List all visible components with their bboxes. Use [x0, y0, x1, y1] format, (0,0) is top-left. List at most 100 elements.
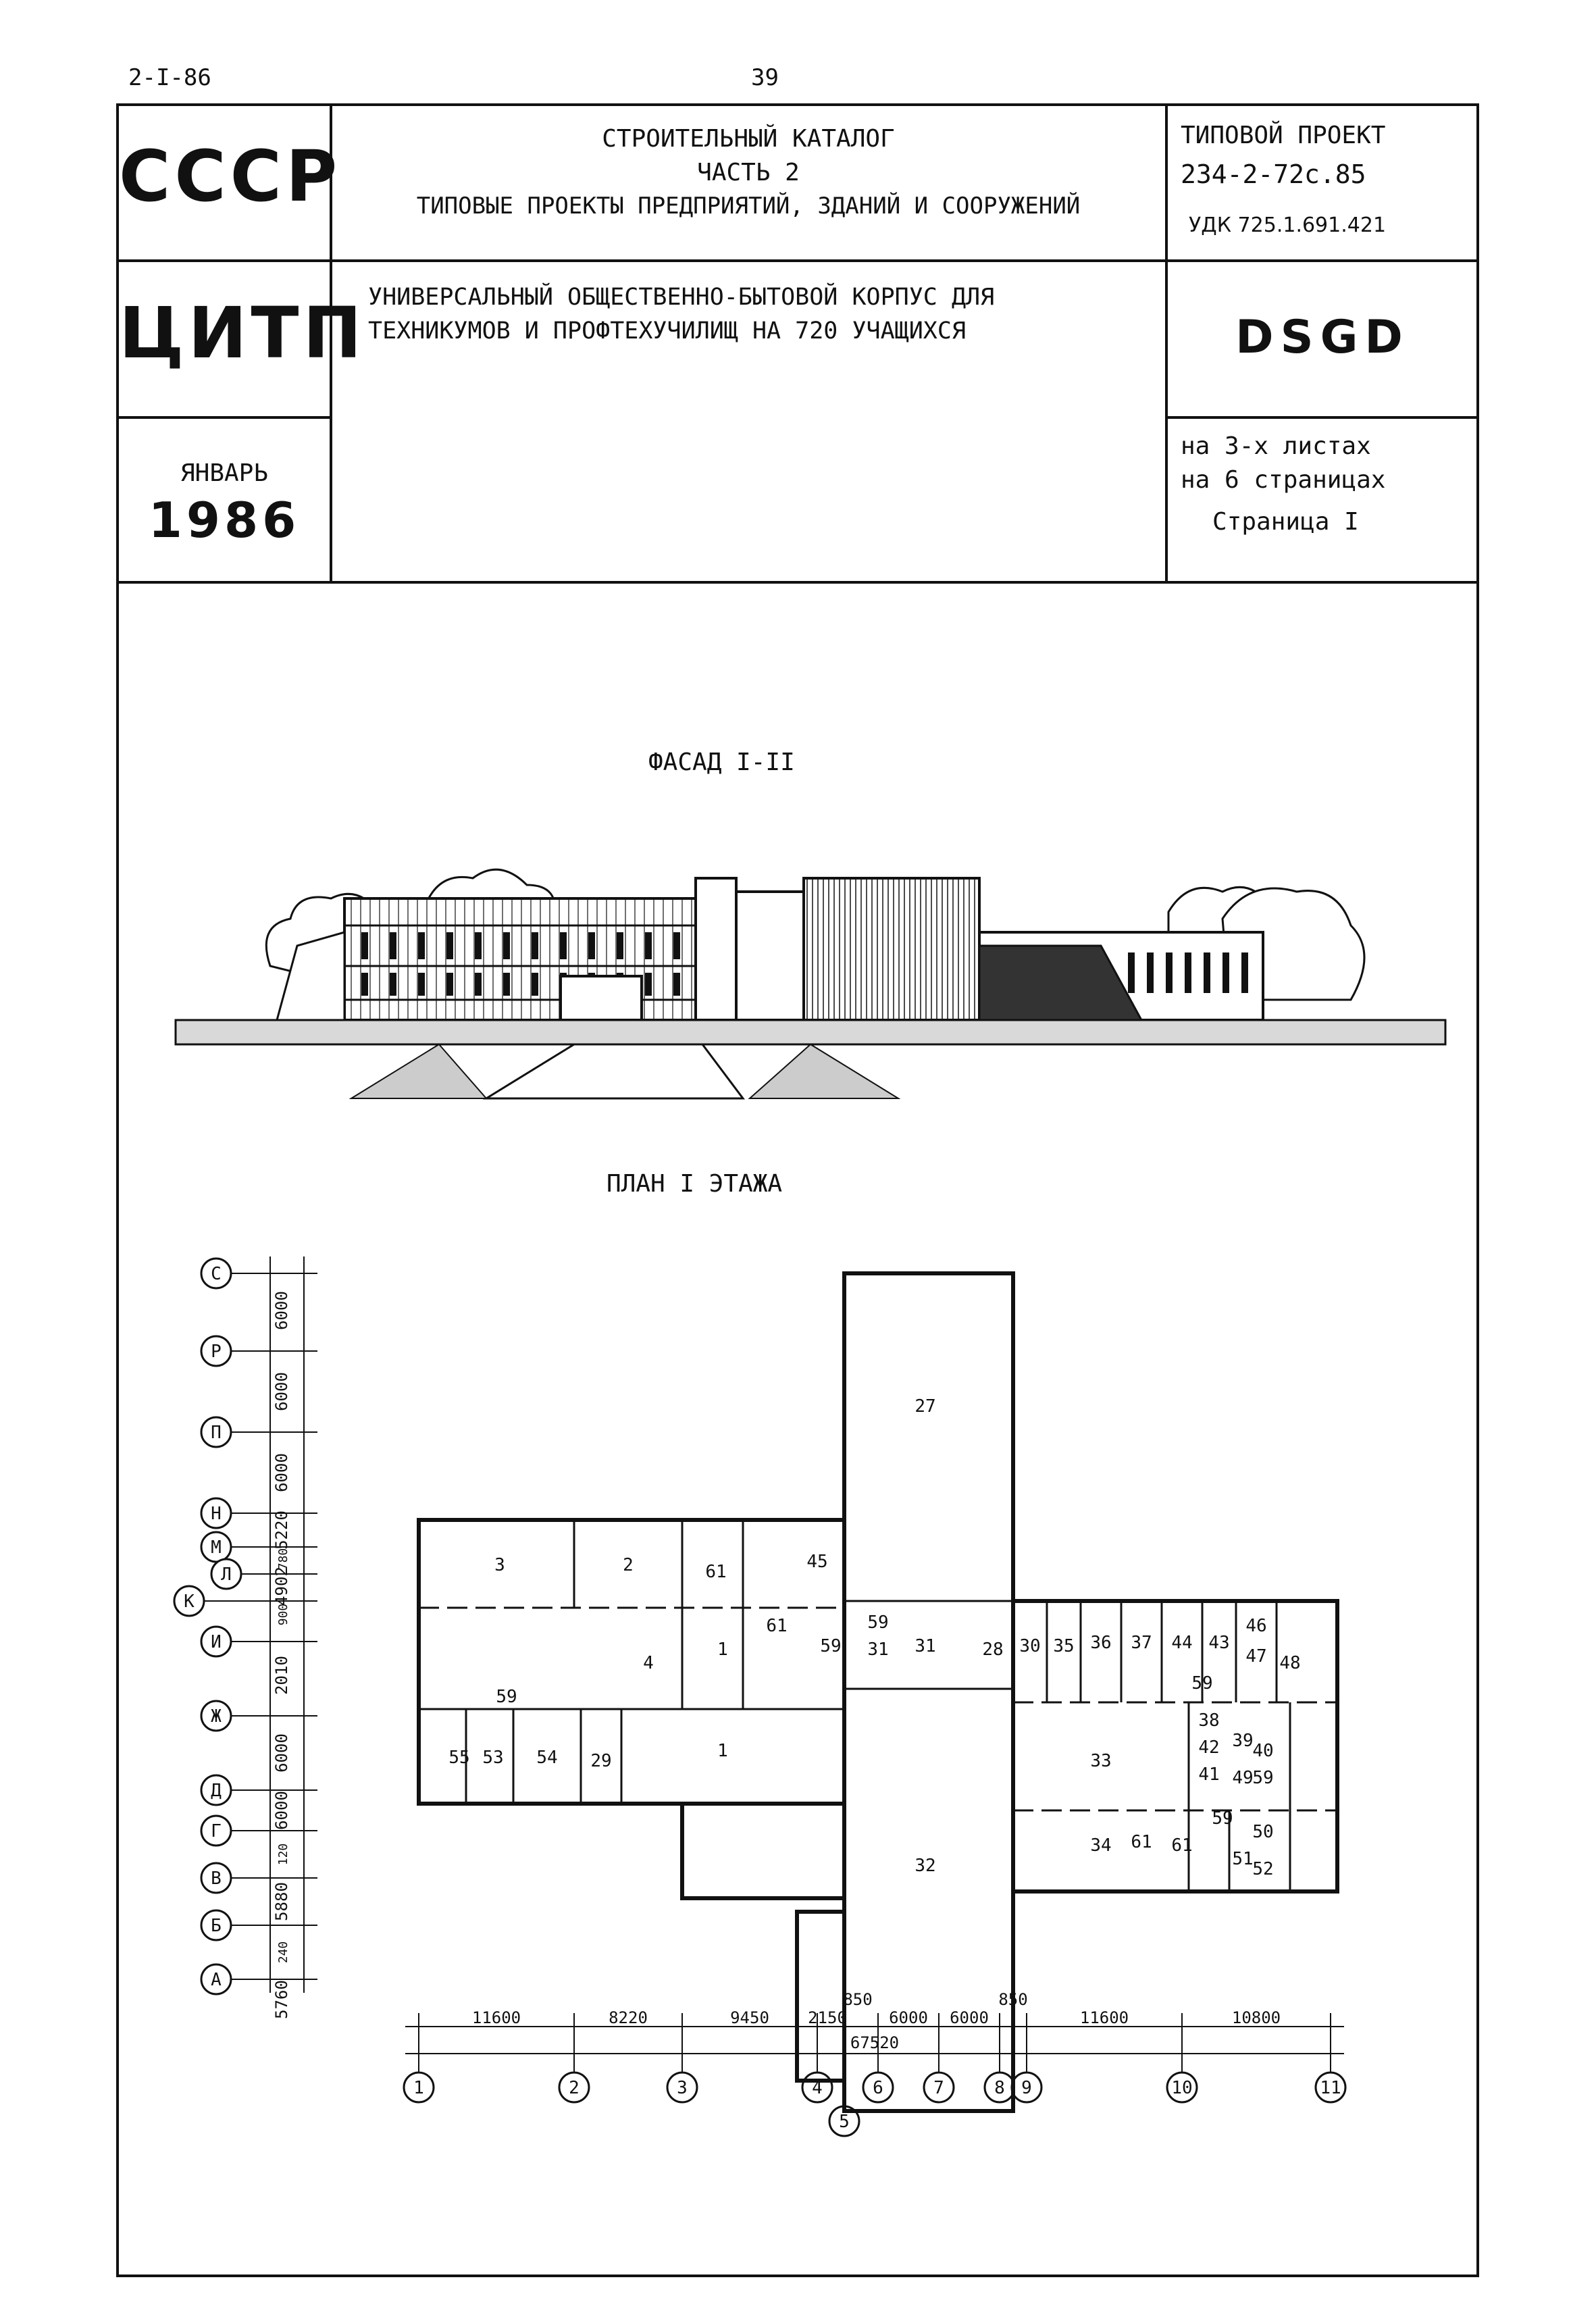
- column-axis-bubble: [666, 2071, 698, 2104]
- column-axis-label: 1: [413, 2078, 424, 2098]
- room-number: 3: [494, 1555, 505, 1575]
- column-axis-label: 2: [569, 2078, 580, 2098]
- row-axis-label: В: [211, 1869, 222, 1889]
- room-number: 49: [1232, 1768, 1253, 1788]
- room-number: 55: [448, 1748, 469, 1768]
- udk-code: УДК 725.1.691.421: [1189, 213, 1387, 237]
- room-number: 47: [1245, 1646, 1266, 1667]
- room-number: 38: [1198, 1710, 1219, 1731]
- room-number: 43: [1208, 1633, 1229, 1653]
- row-axis-label: П: [211, 1423, 222, 1443]
- row-dimension: 5220: [272, 1510, 291, 1550]
- column-axis-bubble: [558, 2071, 590, 2104]
- stamp-left-divider: [330, 103, 332, 582]
- stamp-right-row-line-2: [1165, 416, 1479, 419]
- room-number: 35: [1053, 1636, 1074, 1656]
- page-number: 39: [751, 64, 779, 91]
- row-dimension: 240: [276, 1941, 290, 1964]
- room-number: 2: [623, 1555, 634, 1575]
- total-dimension: 67520: [850, 2033, 899, 2052]
- room-number: 50: [1252, 1822, 1273, 1842]
- row-dimension: 5760: [272, 1980, 291, 2019]
- catalog-title: СТРОИТЕЛЬНЫЙ КАТАЛОГ: [602, 125, 895, 153]
- row-axis-label: С: [211, 1264, 222, 1284]
- room-number: 61: [766, 1616, 787, 1636]
- room-number: 61: [1131, 1832, 1152, 1852]
- column-dimension: 6000: [950, 2008, 989, 2027]
- plan-stair-bump: [795, 1910, 846, 2083]
- room-number: 39: [1232, 1731, 1253, 1751]
- room-number: 30: [1019, 1636, 1040, 1656]
- row-dimension: 6000: [272, 1453, 291, 1492]
- room-number: 4: [643, 1653, 654, 1673]
- page-label: Страница I: [1212, 508, 1359, 536]
- room-number: 29: [590, 1751, 611, 1771]
- row-axis-label: Д: [211, 1781, 222, 1801]
- row-dimension: 4902: [272, 1567, 291, 1606]
- building-title-line-1: УНИВЕРСАЛЬНЫЙ ОБЩЕСТВЕННО-БЫТОВОЙ КОРПУС…: [368, 284, 995, 311]
- org-citp: ЦИТП: [119, 292, 366, 374]
- plan-left-wing: [417, 1518, 846, 1806]
- room-number: 61: [1171, 1835, 1192, 1856]
- column-axis-label: 7: [933, 2078, 944, 2098]
- column-axis-label: 8: [994, 2078, 1005, 2098]
- row-axis-label: И: [211, 1632, 222, 1652]
- column-axis-bubble: [923, 2071, 955, 2104]
- row-axis-label: Ж: [211, 1706, 222, 1727]
- room-number: 61: [705, 1562, 726, 1582]
- row-axis-label: Л: [221, 1565, 232, 1585]
- issue-month: ЯНВАРЬ: [180, 459, 269, 487]
- room-number: 54: [536, 1748, 557, 1768]
- column-axis-label: 6: [873, 2078, 883, 2098]
- column-axis-bubble: [1166, 2071, 1198, 2104]
- room-number: 59: [1252, 1768, 1273, 1788]
- column-dimension: 2150: [808, 2008, 847, 2027]
- row-dimension: 5880: [272, 1882, 291, 1921]
- row-dimension: 6000: [272, 1372, 291, 1411]
- plan-title: ПЛАН I ЭТАЖА: [607, 1170, 783, 1198]
- room-number: 59: [820, 1636, 841, 1656]
- sheets-count: на 3-х листах: [1181, 432, 1371, 460]
- project-number: 234-2-72с.85: [1181, 159, 1366, 189]
- room-number: 31: [915, 1636, 935, 1656]
- row-dimension: 6000: [272, 1733, 291, 1773]
- room-number: 27: [915, 1396, 935, 1417]
- stamp-bottom-line: [116, 581, 1479, 584]
- column-axis-label: 9: [1021, 2078, 1032, 2098]
- project-label: ТИПОВОЙ ПРОЕКТ: [1181, 122, 1386, 149]
- room-number: 59: [496, 1687, 517, 1707]
- room-number: 34: [1090, 1835, 1111, 1856]
- row-dimension: 900: [276, 1604, 290, 1626]
- row-dimension: 6000: [272, 1791, 291, 1830]
- building-title-line-2: ТЕХНИКУМОВ И ПРОФТЕХУЧИЛИЩ НА 720 УЧАЩИХ…: [368, 317, 967, 345]
- room-number: 48: [1279, 1653, 1300, 1673]
- room-number: 32: [915, 1856, 935, 1876]
- pages-count: на 6 страницах: [1181, 466, 1386, 494]
- project-code: DSGD: [1235, 311, 1410, 364]
- row-axis-label: А: [211, 1970, 222, 1990]
- room-number: 36: [1090, 1633, 1111, 1653]
- doc-code: 2-I-86: [128, 64, 211, 91]
- facade-stair-tower: [694, 877, 738, 1021]
- room-number: 45: [806, 1552, 827, 1572]
- column-dimension: 6000: [889, 2008, 928, 2027]
- column-dimension: 11600: [472, 2008, 521, 2027]
- room-number: 52: [1252, 1859, 1273, 1879]
- room-number: 46: [1245, 1616, 1266, 1636]
- row-dimension: 6000: [272, 1291, 291, 1330]
- stamp-right-divider: [1165, 103, 1168, 582]
- facade-drawing: [174, 868, 1447, 1100]
- plan-right-wing: [1011, 1599, 1339, 1893]
- room-number: 59: [867, 1612, 888, 1633]
- column-dimension: 11600: [1080, 2008, 1129, 2027]
- drawing-frame: [116, 103, 1479, 2277]
- room-number: 51: [1232, 1849, 1253, 1869]
- plan-lobby: [680, 1802, 846, 1900]
- row-axis-label: Г: [211, 1821, 222, 1841]
- room-number: 59: [1191, 1673, 1212, 1694]
- column-axis-label: 4: [812, 2078, 823, 2098]
- room-number: 28: [982, 1640, 1003, 1660]
- row-dimension: 120: [276, 1844, 290, 1866]
- facade-title: ФАСАД I-II: [648, 748, 795, 776]
- room-number: 31: [867, 1640, 888, 1660]
